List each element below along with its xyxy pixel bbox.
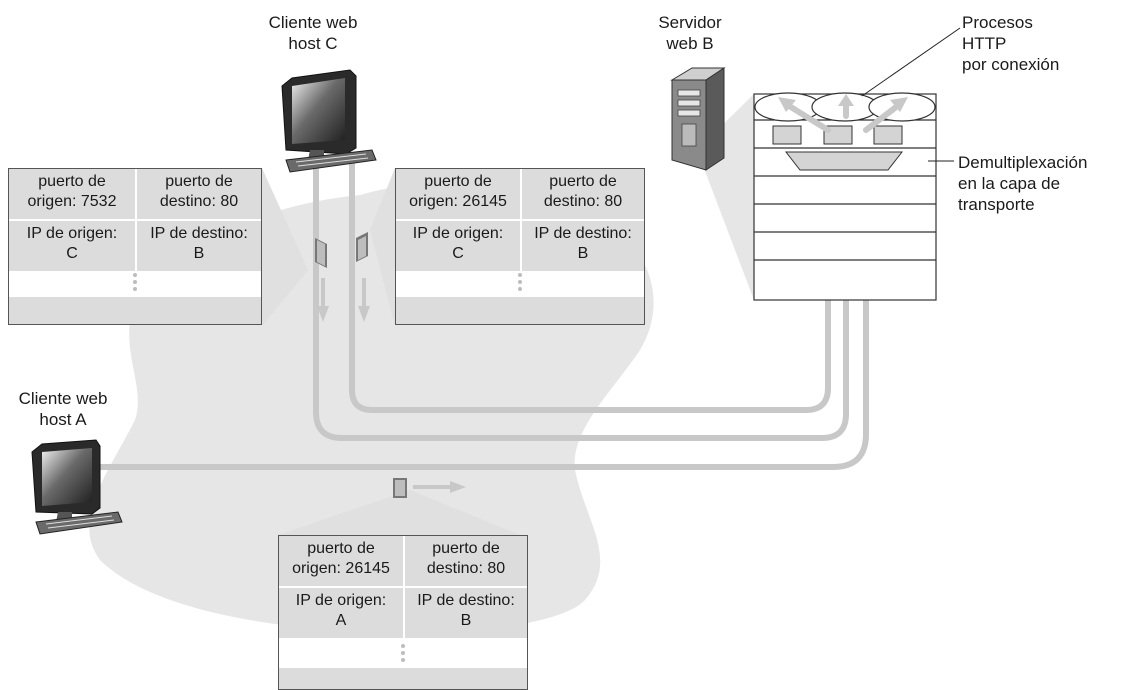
src-port-cell: puerto de origen: 7532 — [9, 169, 135, 219]
arrowhead-middle — [838, 94, 854, 106]
packet-arrow-a — [393, 478, 466, 498]
src-port-line2: origen: 26145 — [409, 193, 507, 210]
segment-a-26145: puerto de origen: 26145 puerto de destin… — [278, 535, 528, 690]
server-b-label-line1: Servidor — [658, 13, 722, 32]
client-a-label-line1: Cliente web — [18, 389, 108, 408]
demux-label-line3: transporte — [958, 195, 1035, 214]
dst-port-cell: puerto de destino: 80 — [404, 536, 528, 586]
ellipsis-dots — [401, 644, 405, 665]
src-ip-cell: IP de origen: C — [396, 221, 520, 271]
dst-ip-line1: IP de destino: — [417, 592, 515, 609]
client-c-label: Cliente web host C — [248, 12, 378, 54]
server-protocol-stack — [753, 93, 937, 301]
src-ip-line1: IP de origen: — [295, 592, 387, 609]
demux-trapezoid — [784, 151, 904, 171]
src-ip-line1: IP de origen: — [26, 225, 118, 242]
dst-port-line1: puerto de — [549, 173, 617, 190]
server-b-tower-icon — [670, 67, 726, 171]
payload-area — [9, 273, 261, 297]
arrowhead-left — [778, 97, 796, 112]
src-ip-line2: C — [452, 245, 464, 262]
demux-arrow-left — [783, 101, 831, 133]
row-divider — [396, 271, 644, 273]
client-c-label-line1: Cliente web — [268, 13, 358, 32]
processes-label: Procesos HTTP por conexión — [962, 12, 1122, 75]
src-port-line1: puerto de — [307, 540, 375, 557]
src-port-cell: puerto de origen: 26145 — [396, 169, 520, 219]
dst-ip-line2: B — [577, 245, 589, 262]
demux-label-line1: Demultiplexación — [958, 153, 1088, 172]
dst-port-line1: puerto de — [165, 173, 233, 190]
dst-port-line2: destino: 80 — [543, 193, 623, 210]
src-port-line2: origen: 7532 — [27, 193, 117, 210]
segment-c-7532: puerto de origen: 7532 puerto de destino… — [8, 168, 262, 325]
processes-label-line1: Procesos — [962, 13, 1033, 32]
processes-label-line3: por conexión — [962, 55, 1060, 74]
connection-line-c-26145 — [349, 125, 831, 413]
dst-ip-line2: B — [193, 245, 205, 262]
src-port-cell: puerto de origen: 26145 — [279, 536, 403, 586]
server-b-label: Servidor web B — [640, 12, 740, 54]
column-divider — [520, 169, 522, 271]
src-port-line1: puerto de — [424, 173, 492, 190]
row-divider — [9, 271, 261, 273]
demux-label: Demultiplexación en la capa de transport… — [958, 152, 1126, 215]
connection-line-a — [95, 117, 869, 470]
client-a-computer-icon — [31, 439, 123, 535]
dst-port-line2: destino: 80 — [159, 193, 239, 210]
src-port-line2: origen: 26145 — [292, 560, 390, 577]
dst-port-cell: puerto de destino: 80 — [521, 169, 645, 219]
payload-area — [396, 273, 644, 297]
dst-ip-line2: B — [460, 612, 472, 629]
callout-wedge-a — [278, 490, 520, 535]
src-ip-cell: IP de origen: A — [279, 588, 403, 638]
segment-c-26145: puerto de origen: 26145 puerto de destin… — [395, 168, 645, 325]
dst-port-line2: destino: 80 — [426, 560, 506, 577]
packet-arrow-c-1 — [315, 238, 329, 322]
src-port-line1: puerto de — [38, 173, 106, 190]
dst-ip-cell: IP de destino: B — [136, 221, 262, 271]
ellipsis-dots — [518, 273, 522, 294]
column-divider — [403, 536, 405, 638]
dst-ip-line1: IP de destino: — [150, 225, 248, 242]
server-b-label-line2: web B — [666, 34, 714, 53]
packet-arrow-c-2 — [356, 232, 370, 322]
client-c-label-line2: host C — [288, 34, 338, 53]
socket-boxes — [772, 125, 903, 145]
connection-line-c-7532 — [313, 107, 849, 441]
demux-label-line2: en la capa de — [958, 174, 1061, 193]
demux-arrow-right — [863, 101, 903, 133]
callout-wedge-c-right — [370, 168, 395, 326]
src-ip-line2: A — [335, 612, 347, 629]
arrowhead-right — [890, 97, 908, 112]
ellipsis-dots — [133, 273, 137, 294]
src-ip-line2: C — [66, 245, 78, 262]
leader-line-processes — [861, 27, 961, 97]
dst-port-line1: puerto de — [432, 540, 500, 557]
dst-port-cell: puerto de destino: 80 — [136, 169, 262, 219]
processes-label-line2: HTTP — [962, 34, 1007, 53]
client-a-label-line2: host A — [39, 410, 87, 429]
src-ip-line1: IP de origen: — [412, 225, 504, 242]
dst-ip-cell: IP de destino: B — [521, 221, 645, 271]
callout-wedge-c-left — [262, 168, 308, 326]
src-ip-cell: IP de origen: C — [9, 221, 135, 271]
client-c-computer-icon — [281, 69, 377, 173]
client-a-label: Cliente web host A — [0, 388, 126, 430]
column-divider — [135, 169, 137, 271]
dst-ip-cell: IP de destino: B — [404, 588, 528, 638]
row-divider — [279, 638, 527, 640]
dst-ip-line1: IP de destino: — [534, 225, 632, 242]
